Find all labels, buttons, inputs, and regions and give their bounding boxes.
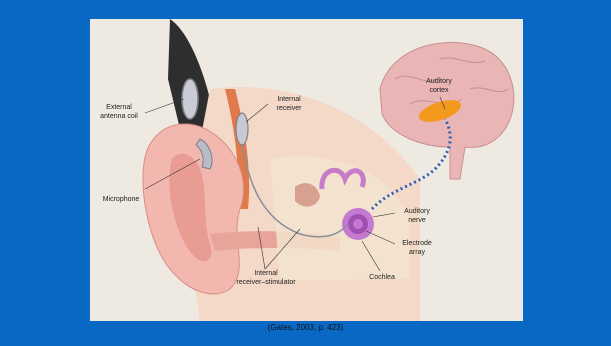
label-microphone: Microphone xyxy=(94,195,148,204)
label-external-antenna-coil: External antenna coil xyxy=(92,103,146,121)
label-internal-receiver: Internal receiver xyxy=(264,95,314,113)
label-electrode-array: Electrode array xyxy=(394,239,440,257)
label-internal-receiver-stimulator: Internal receiver–stimulator xyxy=(226,269,306,287)
label-cochlea: Cochlea xyxy=(362,273,402,282)
cochlear-implant-diagram: External antenna coil Internal receiver … xyxy=(90,19,523,321)
label-auditory-nerve: Auditory nerve xyxy=(394,207,440,225)
label-auditory-cortex: Auditory cortex xyxy=(416,77,462,95)
diagram-illustration xyxy=(90,19,523,321)
citation-caption: (Gates, 2003, p. 423) xyxy=(0,323,611,332)
internal-receiver-device xyxy=(236,113,248,145)
external-antenna-coil-device xyxy=(182,79,198,119)
